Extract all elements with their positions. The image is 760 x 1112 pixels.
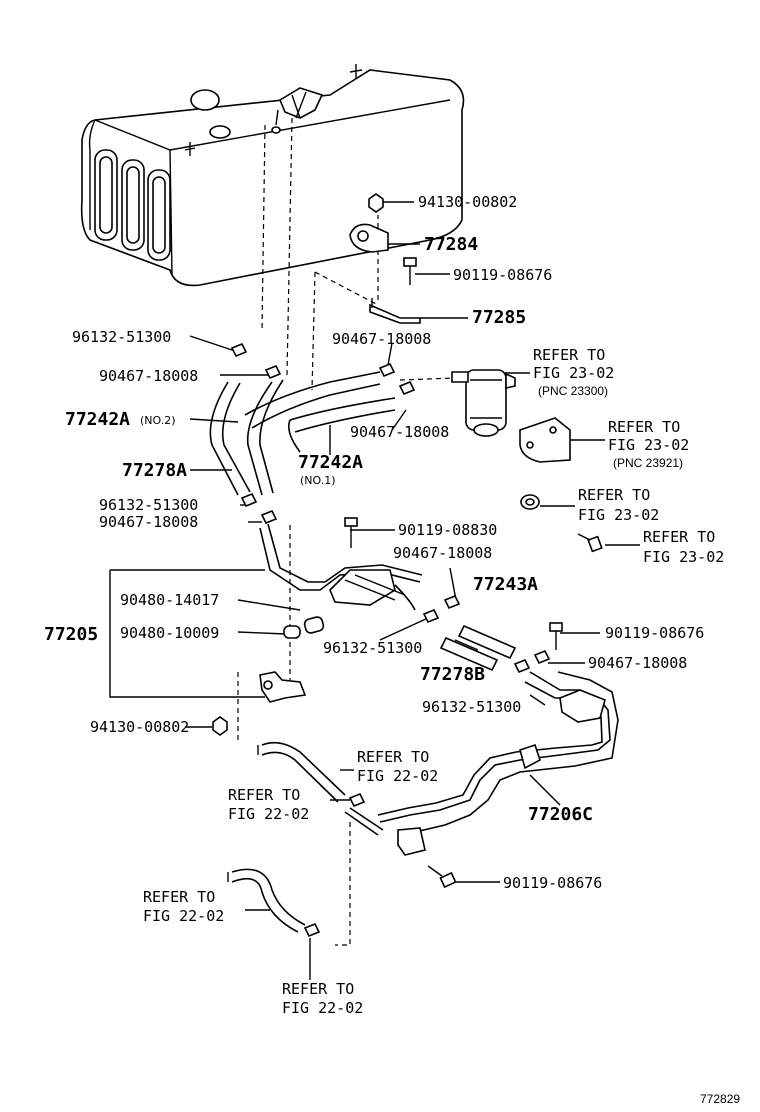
fig-22-02-label-4: FIG 22-02 bbox=[282, 999, 363, 1017]
label-90119-08830: 90119-08830 bbox=[398, 521, 497, 539]
label-90480-10009: 90480-10009 bbox=[120, 624, 219, 642]
fig-23-02-label-2: FIG 23-02 bbox=[608, 436, 689, 454]
label-77242A-no2: 77242A bbox=[65, 409, 130, 430]
label-no1: (NO.1) bbox=[300, 474, 336, 487]
label-96132-51300-a: 96132-51300 bbox=[72, 328, 171, 346]
hoses bbox=[209, 371, 517, 672]
refer-to-label-2: REFER TO bbox=[608, 418, 680, 436]
label-90467-18008-e: 90467-18008 bbox=[393, 544, 492, 562]
refer-to-label-3: REFER TO bbox=[578, 486, 650, 504]
charcoal-canister bbox=[451, 369, 571, 463]
figure-number: 772829 bbox=[700, 1092, 740, 1106]
clamps-and-fasteners bbox=[212, 193, 603, 938]
refer-to-label-4: REFER TO bbox=[643, 528, 715, 546]
pnc-23921-label: (PNC 23921) bbox=[613, 456, 683, 470]
refer-to-label-6: REFER TO bbox=[228, 786, 300, 804]
label-77285: 77285 bbox=[472, 307, 526, 328]
label-90119-08676-b: 90119-08676 bbox=[605, 624, 704, 642]
label-90119-08676-c: 90119-08676 bbox=[503, 874, 602, 892]
label-90480-14017: 90480-14017 bbox=[120, 591, 219, 609]
label-77205: 77205 bbox=[44, 624, 98, 645]
label-94130-00802-top: 94130-00802 bbox=[418, 193, 517, 211]
label-77206C: 77206C bbox=[528, 804, 593, 825]
label-96132-51300-c: 96132-51300 bbox=[323, 639, 422, 657]
part-labels: 94130-00802 77284 90119-08676 77285 9613… bbox=[44, 193, 740, 1106]
refer-to-label-5: REFER TO bbox=[357, 748, 429, 766]
fig-22-02-label-2: FIG 22-02 bbox=[228, 805, 309, 823]
label-96132-51300-d: 96132-51300 bbox=[422, 698, 521, 716]
fuel-lines bbox=[227, 523, 619, 933]
label-no2: (NO.2) bbox=[140, 414, 176, 427]
label-77284: 77284 bbox=[424, 234, 478, 255]
refer-to-label-8: REFER TO bbox=[282, 980, 354, 998]
label-94130-00802-bot: 94130-00802 bbox=[90, 718, 189, 736]
refer-to-label-1: REFER TO bbox=[533, 346, 605, 364]
fig-23-02-label-3: FIG 23-02 bbox=[578, 506, 659, 524]
label-77242A-no1: 77242A bbox=[298, 452, 363, 473]
label-90467-18008-a: 90467-18008 bbox=[332, 330, 431, 348]
label-96132-51300-b: 96132-51300 bbox=[99, 496, 198, 514]
label-90467-18008-c: 90467-18008 bbox=[350, 423, 449, 441]
refer-to-label-7: REFER TO bbox=[143, 888, 215, 906]
label-77278A: 77278A bbox=[122, 460, 187, 481]
label-90467-18008-b: 90467-18008 bbox=[99, 367, 198, 385]
fuel-tank bbox=[80, 64, 465, 287]
label-77278B: 77278B bbox=[420, 664, 485, 685]
label-77243A: 77243A bbox=[473, 574, 538, 595]
label-90119-08676-a: 90119-08676 bbox=[453, 266, 552, 284]
label-90467-18008-d: 90467-18008 bbox=[99, 513, 198, 531]
fig-23-02-label-1: FIG 23-02 bbox=[533, 364, 614, 382]
fig-22-02-label-1: FIG 22-02 bbox=[357, 767, 438, 785]
fig-23-02-label-4: FIG 23-02 bbox=[643, 548, 724, 566]
pnc-23300-label: (PNC 23300) bbox=[538, 384, 608, 398]
fig-22-02-label-3: FIG 22-02 bbox=[143, 907, 224, 925]
label-90467-18008-f: 90467-18008 bbox=[588, 654, 687, 672]
